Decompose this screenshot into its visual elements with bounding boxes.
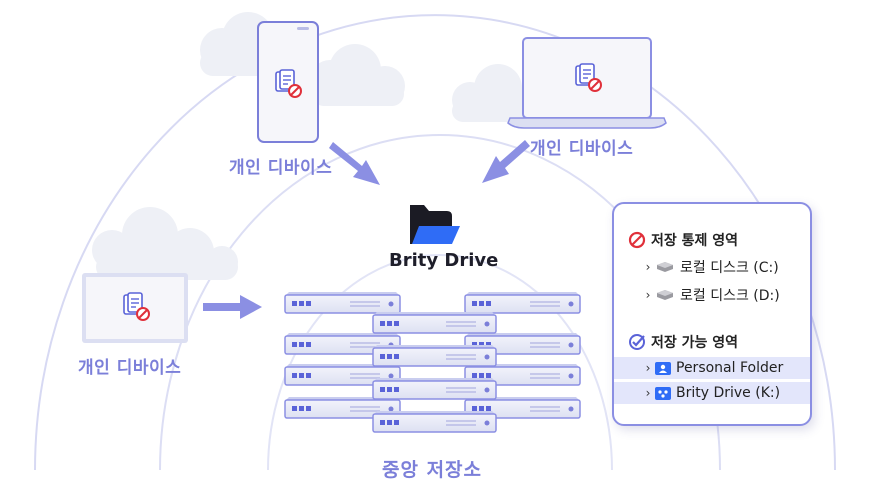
personal-folder-label: Personal Folder [676, 360, 784, 376]
document-blocked-icon [275, 69, 302, 98]
document-blocked-icon [123, 292, 150, 321]
allowed-area-header: 저장 가능 영역 [614, 331, 810, 353]
server-unit [372, 312, 497, 334]
server-unit [284, 397, 401, 419]
prohibited-icon [628, 231, 646, 249]
tree-item-local-disk-d[interactable]: › 로컬 디스크 (D:) [614, 284, 810, 306]
disk-drive-icon [655, 289, 675, 301]
server-unit [284, 292, 401, 314]
cloud-icon [92, 207, 238, 280]
server-unit [372, 378, 497, 400]
tree-item-local-disk-c[interactable]: › 로컬 디스크 (C:) [614, 256, 810, 278]
phone-device-label: 개인 디바이스 [229, 158, 333, 178]
arrow-icon [482, 140, 530, 183]
personal-folder-icon [655, 361, 671, 375]
chevron-right-icon: › [645, 361, 651, 375]
chevron-right-icon: › [645, 260, 651, 274]
restricted-area-title: 저장 통제 영역 [651, 233, 739, 249]
restricted-area-header: 저장 통제 영역 [614, 229, 810, 251]
arrow-icon [329, 142, 380, 185]
check-circle-icon [628, 333, 646, 351]
shared-folder-icon [655, 386, 671, 400]
tree-item-personal-folder[interactable]: › Personal Folder [614, 357, 810, 379]
server-unit [464, 292, 581, 314]
brity-drive-logo-icon [410, 205, 460, 244]
chevron-right-icon: › [645, 386, 651, 400]
allowed-area-title: 저장 가능 영역 [651, 335, 739, 351]
server-unit [284, 364, 401, 386]
local-disk-d-label: 로컬 디스크 (D:) [680, 288, 780, 304]
laptop-device-label: 개인 디바이스 [530, 139, 634, 159]
cloud-icon [452, 64, 541, 122]
monitor-device-label: 개인 디바이스 [78, 358, 182, 378]
brand-name: Brity Drive [389, 250, 499, 271]
chevron-right-icon: › [645, 288, 651, 302]
server-unit [372, 345, 497, 367]
arrow-icon [203, 295, 262, 319]
local-disk-c-label: 로컬 디스크 (C:) [680, 260, 779, 276]
storage-policy-panel: 저장 통제 영역 › 로컬 디스크 (C:) › 로컬 디스크 (D:) 저장 … [612, 202, 812, 426]
disk-drive-icon [655, 261, 675, 273]
tree-item-brity-drive[interactable]: › Brity Drive (K:) [614, 382, 810, 404]
cloud-icon [310, 44, 405, 106]
document-blocked-icon [575, 63, 602, 92]
server-rack-group [284, 292, 581, 433]
server-unit [372, 411, 497, 433]
brity-drive-label: Brity Drive (K:) [676, 385, 781, 401]
central-storage-label: 중앙 저장소 [382, 459, 483, 481]
